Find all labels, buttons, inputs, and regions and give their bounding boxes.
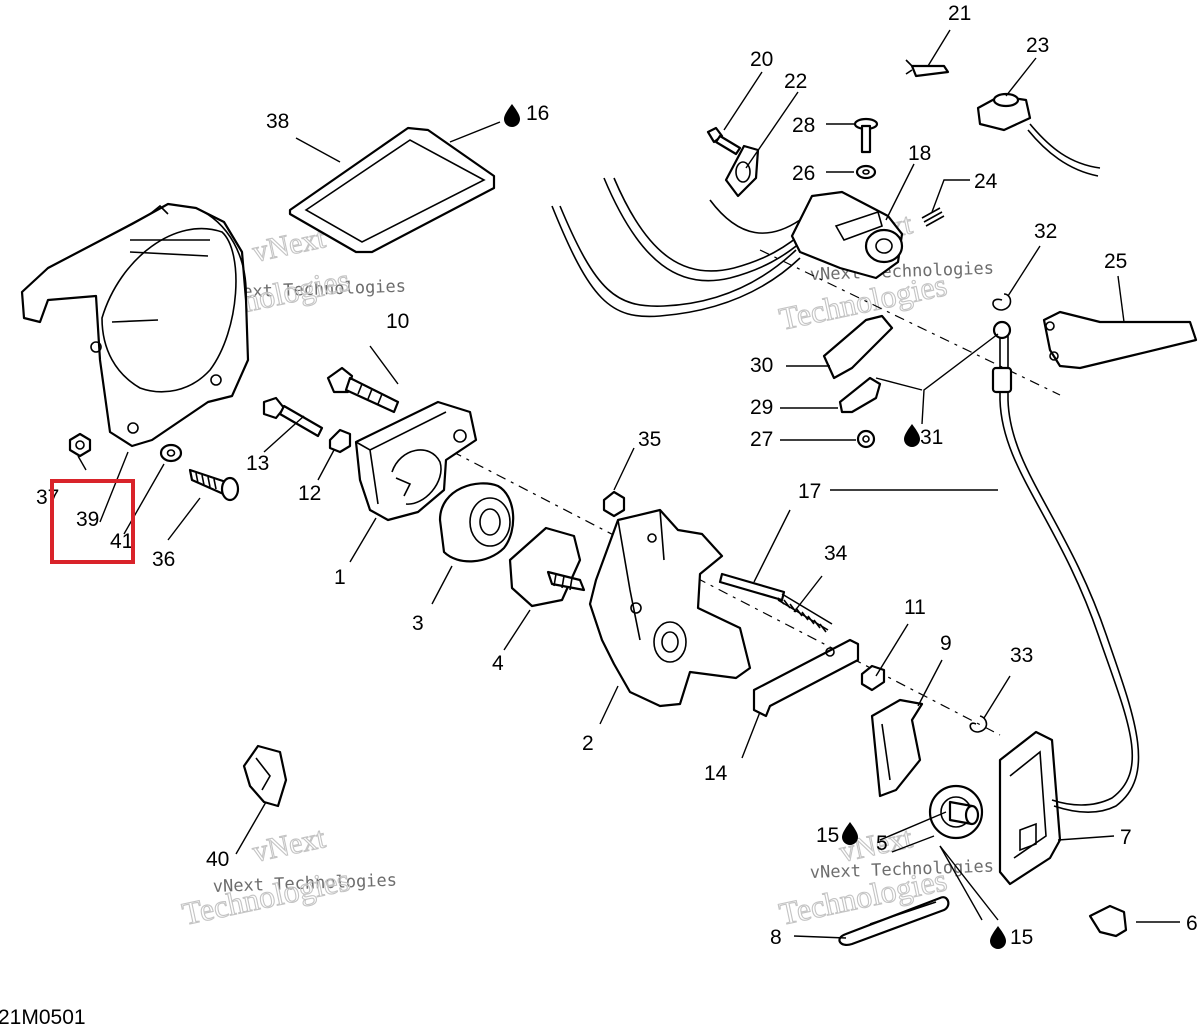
spring-part-34 [777,593,833,633]
callout-26: 26 [792,162,815,185]
bolt-13 [262,396,324,438]
lubricant-drop-icon [904,424,920,447]
callout-39: 39 [76,508,99,531]
nut-35 [602,490,626,518]
callout-10: 10 [386,310,409,333]
callout-27: 27 [750,428,773,451]
callout-14: 14 [704,762,728,785]
callout-29: 29 [750,396,773,419]
callout-24: 24 [974,170,998,193]
washer-part-27 [856,429,876,449]
svg-text:vNext: vNext [250,821,329,869]
bushing-part-3 [438,482,515,563]
pin-part-21 [905,59,950,78]
leader-lines [77,29,1180,939]
callout-7: 7 [1120,826,1132,849]
lever-part-25 [1042,310,1198,370]
washer-41 [159,443,183,463]
highlight-box [50,479,135,564]
screw-part-28 [853,117,879,154]
callout-15-right: 15 [1010,926,1033,949]
ratchet-gear-part-5 [928,784,984,840]
gasket-part [288,126,496,254]
lubricant-drop-icon [842,822,858,845]
callout-30: 30 [750,354,773,377]
callout-3: 3 [412,612,424,635]
bolt-36 [188,468,240,502]
nut-12 [328,428,352,454]
lubricant-drop-icon [990,926,1006,949]
callout-18: 18 [908,142,931,165]
bolt-10 [326,366,400,414]
callout-23: 23 [1026,34,1049,57]
adjuster-part-4 [508,526,586,608]
callout-38: 38 [266,110,289,133]
plate-part-29 [838,376,882,414]
cover-part-22 [724,144,760,198]
rod-part-17 [718,572,786,602]
callout-2: 2 [582,732,594,755]
lubricant-drop-icon [504,104,520,127]
switch-housing-part-18 [790,190,904,280]
callout-25: 25 [1104,250,1127,273]
spring-clip-part-8 [838,896,950,946]
housing-part-1 [354,400,478,522]
callout-5: 5 [876,832,888,855]
callout-34: 34 [824,542,848,565]
callout-36: 36 [152,548,175,571]
svg-text:Technologies: Technologies [179,861,353,932]
callout-1: 1 [334,566,346,589]
brake-cable-17 [991,320,1140,813]
callout-31: 31 [920,426,943,449]
figure-code: 21M0501 [0,1006,86,1026]
callout-12: 12 [298,482,321,505]
callout-16: 16 [526,102,549,125]
bracket-part-40 [242,744,288,808]
callout-4: 4 [492,652,504,675]
callout-40: 40 [206,848,229,871]
callout-6: 6 [1186,912,1198,935]
callout-13: 13 [246,452,269,475]
callout-9: 9 [940,632,952,655]
callout-37: 37 [36,486,59,509]
callout-28: 28 [792,114,815,137]
switch-part-23 [976,92,1101,177]
watermark-bottom-left: vNext vNext Technologies Technologies [178,821,397,933]
callout-21: 21 [948,2,971,25]
callout-32: 32 [1034,220,1057,243]
nut-37 [68,432,92,458]
clip-part-32 [992,293,1012,311]
screw-part-20 [706,126,742,156]
callout-15-left: 15 [816,824,839,847]
spring-part-24 [921,207,945,227]
clip-part-33 [969,715,988,733]
callout-41: 41 [110,530,133,553]
pawl-part-9 [870,698,924,798]
callout-33: 33 [1010,644,1033,667]
control-cables [551,177,809,318]
callout-17-top: 17 [798,480,821,503]
assembly-axis [429,439,1001,736]
washer-part-26 [855,164,877,180]
caliper-body-part-2 [588,508,752,708]
callout-22: 22 [784,70,807,93]
plate-part-14 [752,638,860,718]
callout-35: 35 [638,428,661,451]
bracket-part [20,202,250,448]
callout-8: 8 [770,926,782,949]
lever-bracket-part-7 [998,730,1062,886]
callout-11: 11 [904,596,926,619]
cam-part-30 [822,314,894,380]
clip-part-6 [1088,904,1128,938]
callout-20: 20 [750,48,773,71]
